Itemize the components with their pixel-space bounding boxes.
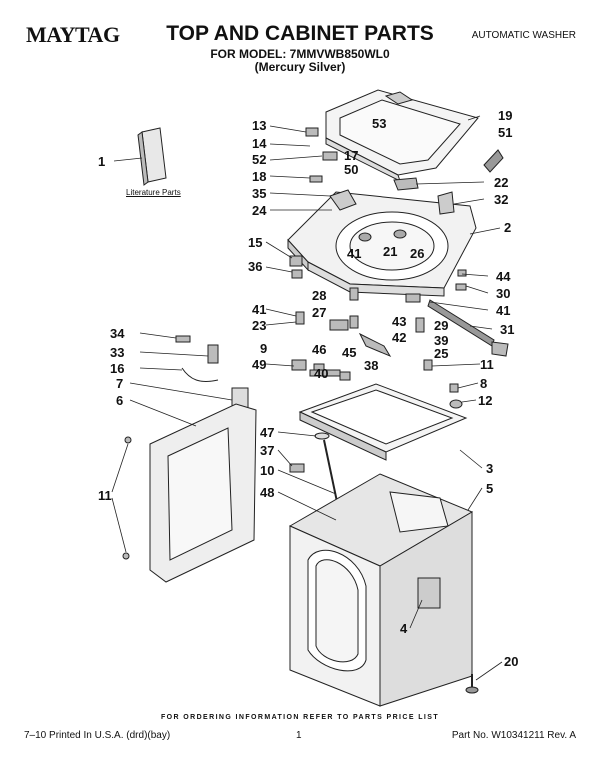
callout-27: 27 xyxy=(312,305,327,320)
callout-23: 23 xyxy=(252,318,267,333)
model-info: FOR MODEL: 7MMVWB850WL0 (Mercury Silver) xyxy=(0,48,600,74)
callout-46: 46 xyxy=(312,342,327,357)
top-assembly xyxy=(287,177,477,297)
callout-28: 28 xyxy=(312,288,327,303)
callout-4: 4 xyxy=(400,621,408,636)
leader-lines xyxy=(111,115,503,681)
callout-29: 29 xyxy=(434,318,449,333)
callout-31: 31 xyxy=(500,322,515,337)
base-frame xyxy=(298,383,468,461)
callout-26: 26 xyxy=(410,246,425,261)
hinge-and-lock-parts xyxy=(175,127,509,473)
page-title: TOP AND CABINET PARTS xyxy=(166,22,434,45)
callout-49: 49 xyxy=(252,357,267,372)
callout-36: 36 xyxy=(248,259,263,274)
callout-50: 50 xyxy=(344,162,359,177)
callout-2: 2 xyxy=(504,220,512,235)
lid xyxy=(325,89,504,182)
callout-18: 18 xyxy=(252,169,267,184)
callout-41-tub: 41 xyxy=(347,246,362,261)
callout-25: 25 xyxy=(434,346,449,361)
callout-5: 5 xyxy=(486,481,494,496)
callout-20: 20 xyxy=(504,654,519,669)
callout-1: 1 xyxy=(98,154,106,169)
callout-17: 17 xyxy=(344,148,359,163)
callout-35: 35 xyxy=(252,186,267,201)
callout-42: 42 xyxy=(392,330,407,345)
callout-41-left: 41 xyxy=(252,302,267,317)
callout-52: 52 xyxy=(252,152,267,167)
callout-14: 14 xyxy=(252,136,267,151)
callout-32: 32 xyxy=(494,192,509,207)
callout-11-upper: 11 xyxy=(480,357,494,372)
color-line: (Mercury Silver) xyxy=(254,60,346,74)
callout-45: 45 xyxy=(342,345,357,360)
page-number: 1 xyxy=(296,730,302,741)
part-number: Part No. W10341211 Rev. A xyxy=(451,730,576,741)
product-type: AUTOMATIC WASHER xyxy=(471,30,576,41)
callout-6: 6 xyxy=(116,393,124,408)
rear-panel xyxy=(122,403,257,583)
literature-booklet xyxy=(137,127,167,186)
callout-21: 21 xyxy=(383,244,398,259)
callout-11-lower: 11 xyxy=(98,488,112,503)
callout-7: 7 xyxy=(116,376,124,391)
brand-logo: MAYTAG xyxy=(26,22,120,47)
print-info: 7–10 Printed In U.S.A. (drd)(bay) xyxy=(24,730,171,741)
callout-47: 47 xyxy=(260,425,275,440)
callout-12: 12 xyxy=(478,393,493,408)
callout-37: 37 xyxy=(260,443,275,458)
callout-3: 3 xyxy=(486,461,494,476)
ordering-info: FOR ORDERING INFORMATION REFER TO PARTS … xyxy=(160,714,440,721)
callout-51: 51 xyxy=(498,125,513,140)
literature-parts-label: Literature Parts xyxy=(126,188,181,197)
callout-16: 16 xyxy=(110,361,125,376)
leveling-leg xyxy=(465,674,479,694)
cabinet xyxy=(288,473,474,707)
callout-39: 39 xyxy=(434,333,449,348)
callout-40: 40 xyxy=(314,366,329,381)
callout-44: 44 xyxy=(496,269,511,284)
callout-30: 30 xyxy=(496,286,511,301)
callout-13: 13 xyxy=(252,118,267,133)
model-line: FOR MODEL: 7MMVWB850WL0 xyxy=(210,47,390,61)
callout-48: 48 xyxy=(260,485,275,500)
callout-22: 22 xyxy=(494,175,509,190)
callout-10: 10 xyxy=(260,463,275,478)
callout-53: 53 xyxy=(372,116,387,131)
callout-38: 38 xyxy=(364,358,379,373)
callout-24: 24 xyxy=(252,203,267,218)
callout-41-right: 41 xyxy=(496,303,511,318)
callout-33: 33 xyxy=(110,345,125,360)
callout-19: 19 xyxy=(498,108,513,123)
callout-9: 9 xyxy=(260,341,268,356)
callout-34: 34 xyxy=(110,326,125,341)
callout-15: 15 xyxy=(248,235,263,250)
callout-8: 8 xyxy=(480,376,488,391)
callout-43: 43 xyxy=(392,314,407,329)
